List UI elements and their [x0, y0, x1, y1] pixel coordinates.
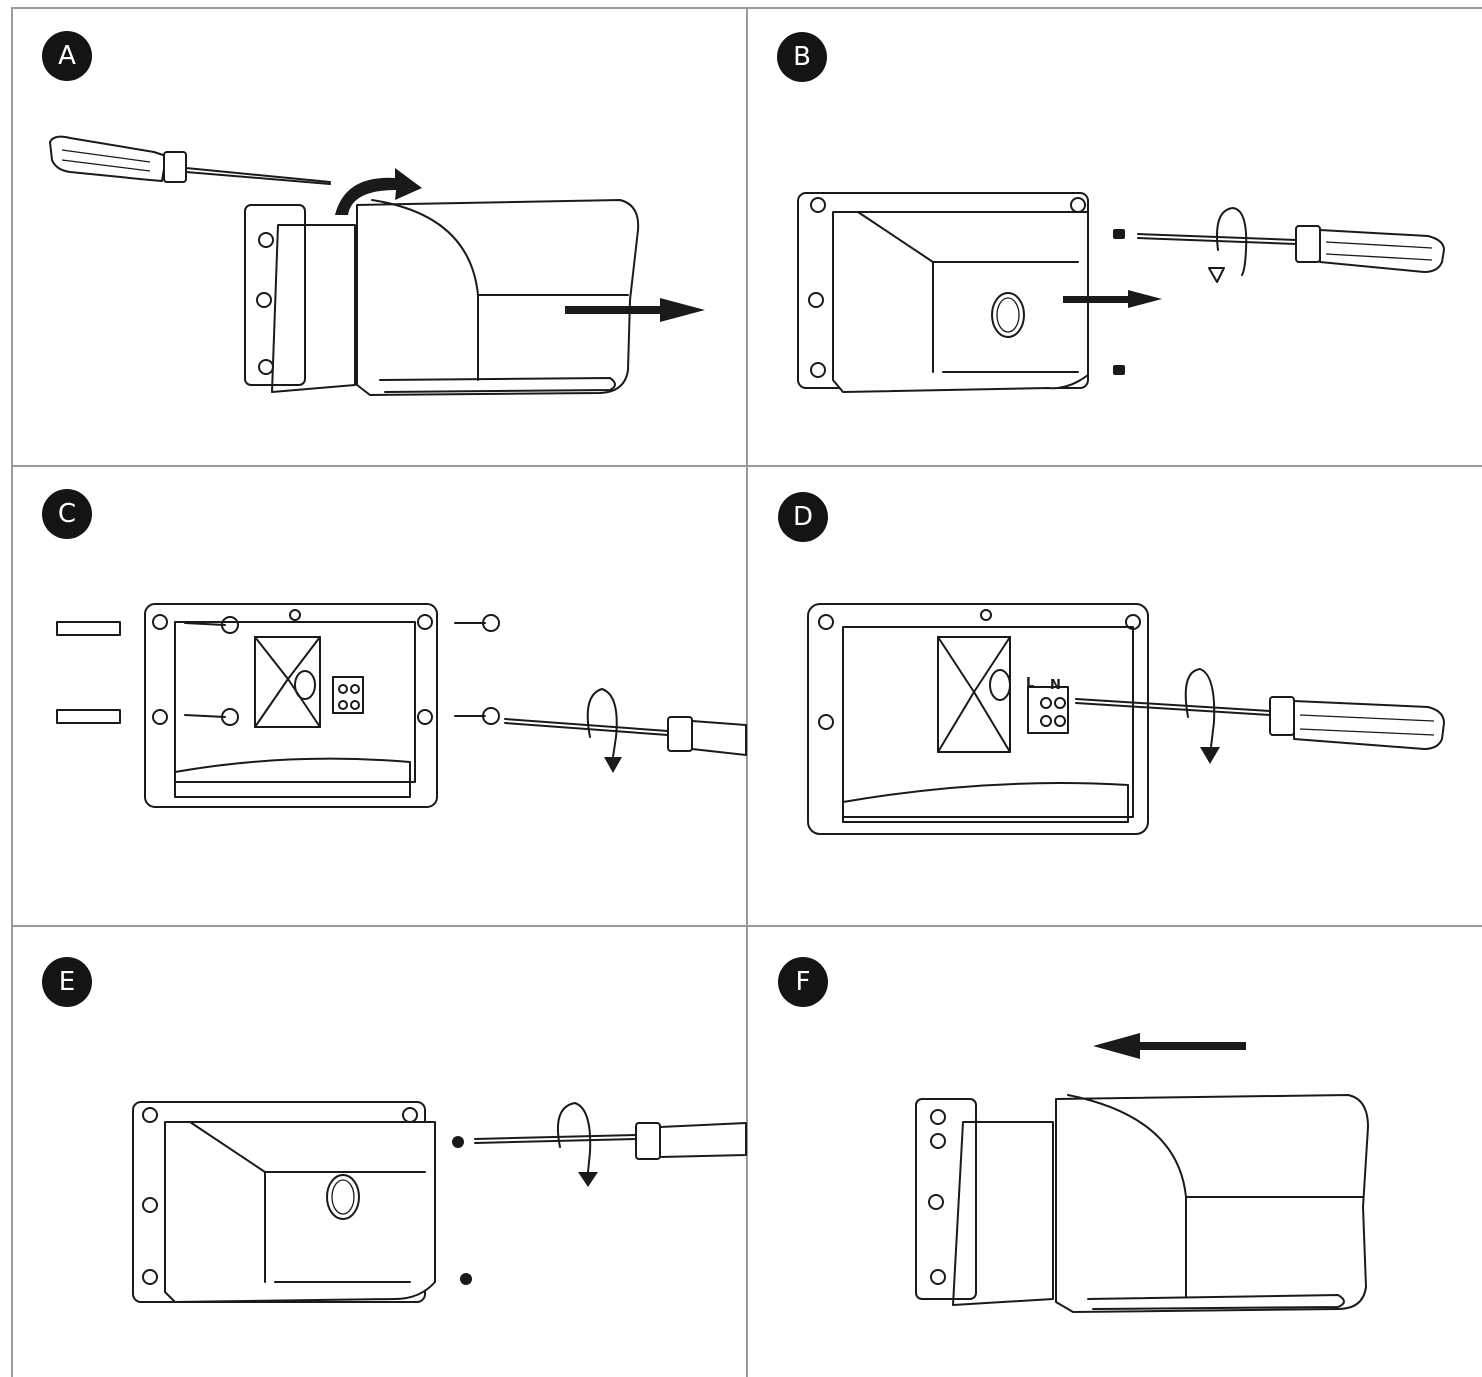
back-plate: [915, 1098, 1054, 1306]
slide-left-arrow-icon: [1093, 1033, 1246, 1059]
screw-icon: [452, 1136, 472, 1285]
cover-housing: [356, 199, 640, 396]
step-c-illustration: [56, 603, 747, 808]
step-d-panel: D L N: [748, 467, 1482, 925]
rotate-arrow-icon: [1184, 668, 1220, 764]
cover-housing: [1055, 1094, 1369, 1313]
screwdriver-icon: [1075, 696, 1445, 750]
step-b-panel: B: [748, 0, 1482, 465]
step-e-badge: E: [42, 957, 92, 1007]
slide-right-arrow-icon: [1063, 290, 1162, 308]
screw-icon: [184, 614, 500, 726]
screw-icon: [1113, 229, 1125, 375]
step-a-illustration: [49, 135, 705, 396]
step-e-illustration: [132, 1101, 747, 1303]
step-d-illustration: L N: [807, 603, 1445, 835]
row-divider-2: [11, 925, 1482, 927]
step-c-panel: C: [0, 467, 747, 925]
step-a-panel: A: [0, 0, 746, 465]
column-divider: [746, 7, 748, 1377]
screwdriver-icon: [1137, 225, 1445, 273]
step-b-illustration: [797, 192, 1445, 393]
cover-housing: [164, 1121, 436, 1303]
rotate-arrow-icon: [556, 1102, 598, 1187]
lift-arrow-icon: [335, 168, 422, 215]
back-plate: [144, 603, 438, 808]
screwdriver-icon: [474, 1122, 747, 1160]
wall-plug-icon: [56, 621, 121, 724]
rotate-arrow-icon: [1208, 207, 1248, 283]
step-c-badge: C: [42, 489, 92, 539]
screwdriver-icon: [504, 716, 747, 756]
rotate-arrow-icon: [586, 688, 622, 773]
slide-right-arrow-icon: [565, 298, 705, 322]
row-divider-1: [11, 465, 1482, 467]
step-b-badge: B: [777, 32, 827, 82]
back-plate: [244, 204, 356, 393]
back-plate: [807, 603, 1149, 835]
cover-housing: [832, 211, 1089, 393]
step-e-panel: E: [0, 927, 747, 1377]
step-d-badge: D: [778, 492, 828, 542]
screwdriver-icon: [49, 135, 331, 185]
step-f-illustration: [915, 1033, 1369, 1313]
step-f-panel: F: [748, 927, 1482, 1377]
live-terminal-label: L: [1026, 676, 1034, 691]
step-a-badge: A: [42, 31, 92, 81]
neutral-terminal-label: N: [1050, 678, 1061, 693]
step-f-badge: F: [778, 957, 828, 1007]
